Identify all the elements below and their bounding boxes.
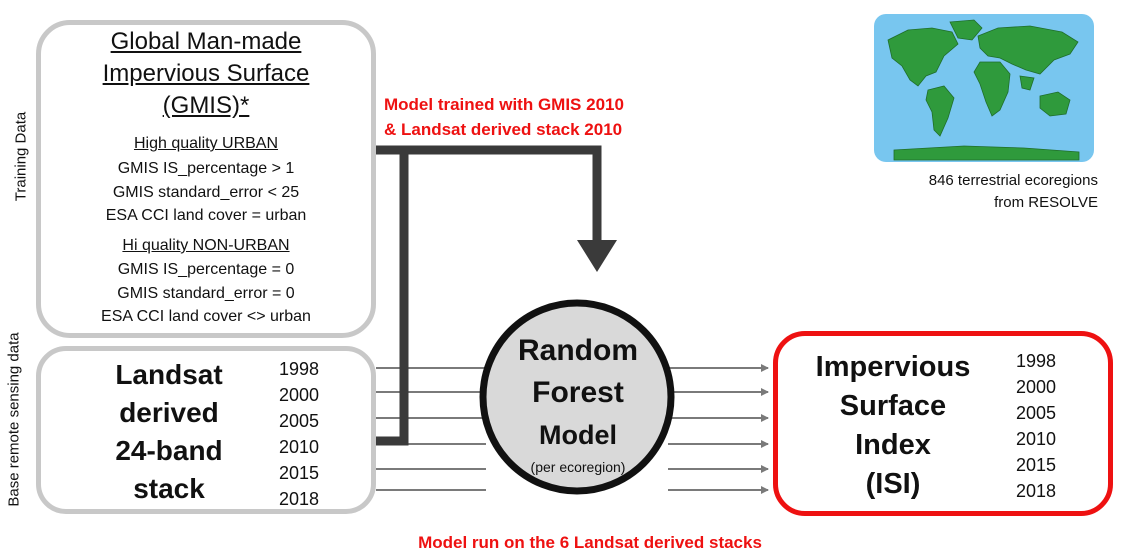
landsat-stack-box [36, 346, 376, 514]
ecoregions-caption: 846 terrestrial ecoregions from RESOLVE [858, 170, 1098, 214]
isi-years: 1998 2000 2005 2010 2015 2018 [1001, 348, 1071, 504]
landsat-year: 2005 [278, 411, 320, 431]
training-data-label: Training Data [12, 111, 30, 202]
landsat-title-line: derived [119, 397, 219, 428]
urban-criterion: ESA CCI land cover = urban [105, 207, 307, 224]
gmis-title-line-2: Impervious Surface [102, 60, 310, 87]
training-connector [376, 145, 617, 446]
landsat-title-line: 24-band [115, 435, 223, 466]
landsat-year: 1998 [278, 359, 320, 379]
training-annotation: Model trained with GMIS 2010 & Landsat d… [384, 92, 684, 142]
isi-output-box [773, 331, 1113, 516]
model-label: Model [539, 420, 617, 450]
landsat-year: 2000 [278, 385, 320, 405]
urban-criteria-heading: High quality URBAN [133, 135, 279, 152]
landsat-title-line: stack [133, 473, 205, 504]
isi-year: 2015 [1015, 455, 1057, 475]
urban-criterion: GMIS IS_percentage > 1 [117, 160, 295, 177]
landsat-year: 2018 [278, 489, 320, 509]
non-urban-criteria-heading: Hi quality NON-URBAN [122, 237, 290, 254]
gmis-title-line-3: (GMIS)* [162, 92, 250, 119]
model-title-line: Random [518, 334, 638, 367]
ecoregions-caption-line: from RESOLVE [994, 194, 1098, 211]
landsat-years: 1998 2000 2005 2010 2015 2018 [264, 356, 334, 512]
landsat-title: Landsat derived 24-band stack [84, 356, 254, 508]
isi-title-line: (ISI) [865, 468, 921, 500]
non-urban-criterion: GMIS standard_error = 0 [117, 285, 295, 302]
landsat-year: 2015 [278, 463, 320, 483]
base-data-label: Base remote sensing data [5, 332, 23, 507]
input-arrows [376, 367, 486, 491]
model-title-line: Forest [532, 376, 624, 409]
isi-title: Impervious Surface Index (ISI) [798, 348, 988, 504]
isi-title-line: Impervious [815, 351, 971, 383]
isi-year: 2018 [1015, 481, 1057, 501]
training-annotation-line: & Landsat derived stack 2010 [384, 120, 623, 139]
isi-year: 2005 [1015, 403, 1057, 423]
non-urban-criterion: GMIS IS_percentage = 0 [117, 261, 295, 278]
urban-criterion: GMIS standard_error < 25 [112, 184, 300, 201]
isi-year: 1998 [1015, 351, 1057, 371]
random-forest-circle [479, 299, 675, 495]
landsat-title-line: Landsat [115, 359, 223, 390]
isi-year: 2000 [1015, 377, 1057, 397]
non-urban-criterion: ESA CCI land cover <> urban [101, 308, 311, 325]
landsat-year: 2010 [278, 437, 320, 457]
gmis-title-line-1: Global Man-made [110, 28, 302, 55]
gmis-training-box [36, 20, 376, 338]
world-map-icon [874, 14, 1094, 162]
output-arrows [668, 364, 769, 494]
training-arrow-head [577, 240, 617, 272]
gmis-title: Global Man-made Impervious Surface (GMIS… [36, 26, 376, 122]
run-annotation: Model run on the 6 Landsat derived stack… [418, 533, 762, 552]
training-annotation-line: Model trained with GMIS 2010 [384, 95, 624, 114]
isi-title-line: Index [855, 429, 931, 461]
model-title: Random Forest Model [478, 330, 678, 456]
model-subtitle: (per ecoregion) [530, 459, 626, 475]
isi-year: 2010 [1015, 429, 1057, 449]
isi-title-line: Surface [839, 390, 947, 422]
ecoregions-caption-line: 846 terrestrial ecoregions [928, 172, 1098, 189]
